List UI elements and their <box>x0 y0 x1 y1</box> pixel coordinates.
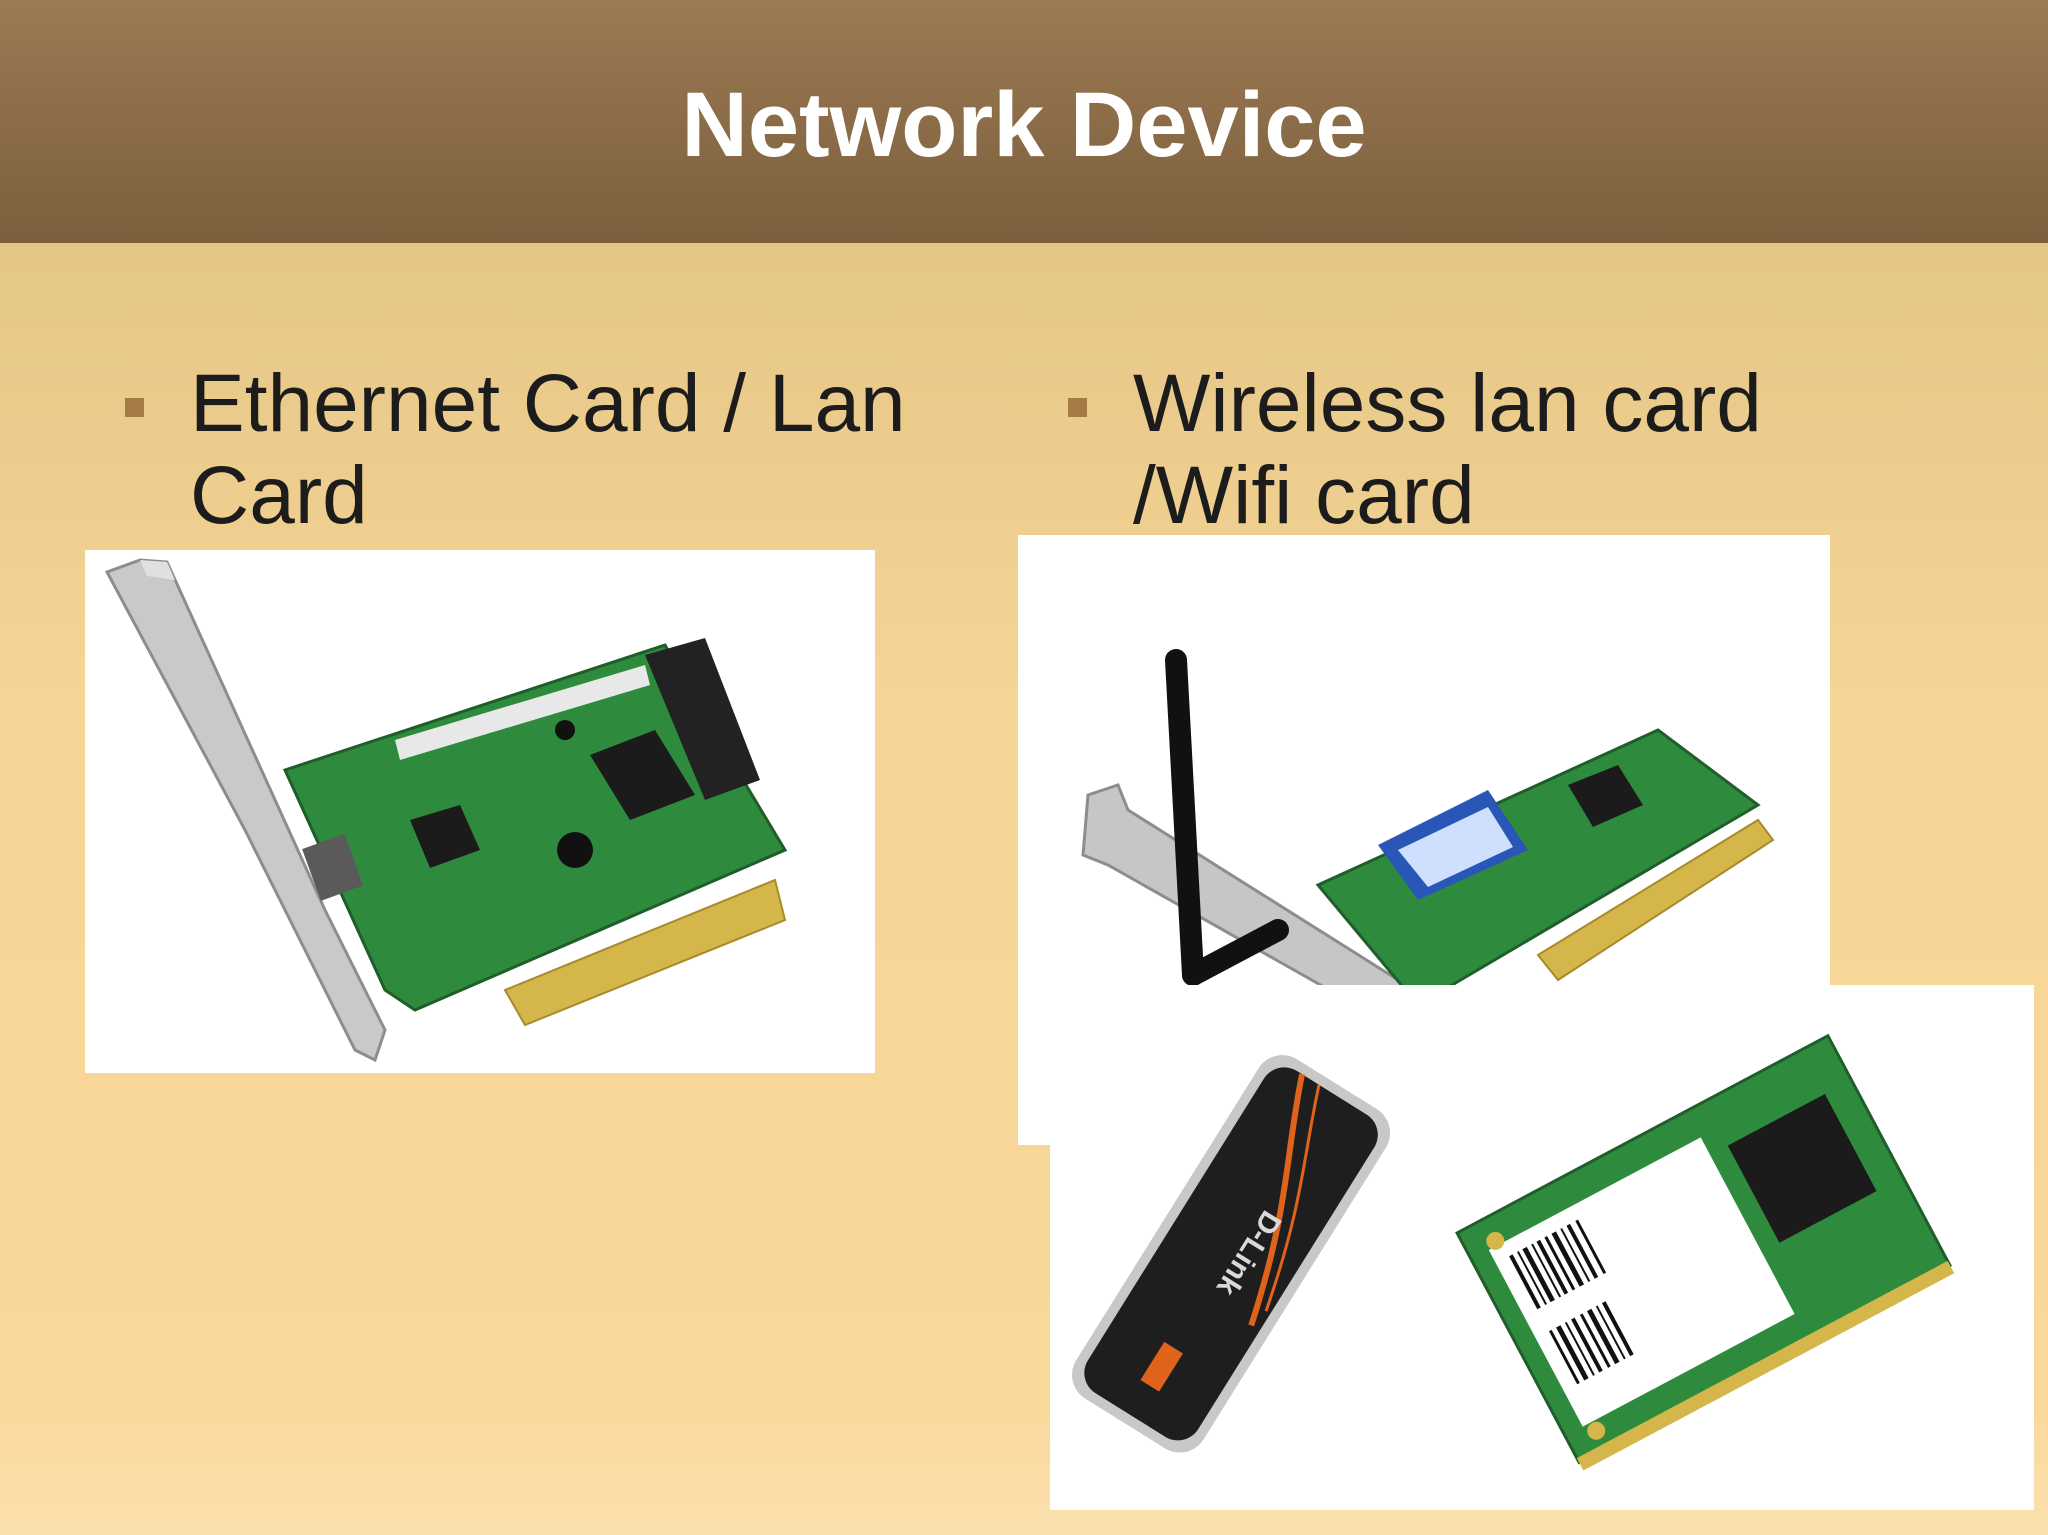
title-bar: Network Device <box>0 0 2048 243</box>
bullet-square-icon <box>125 398 144 417</box>
bullet-text-line2: /Wifi card <box>1133 450 1475 541</box>
usb-and-mini-pci-image: D-Link <box>1050 985 2034 1510</box>
bullet-text-line1: Ethernet Card / Lan <box>190 358 906 449</box>
ethernet-card-image <box>85 550 875 1073</box>
slide-title: Network Device <box>681 74 1367 176</box>
bullet-text-line1: Wireless lan card <box>1133 358 1762 449</box>
bullet-text-line2: Card <box>190 450 368 541</box>
bullet-square-icon <box>1068 398 1087 417</box>
